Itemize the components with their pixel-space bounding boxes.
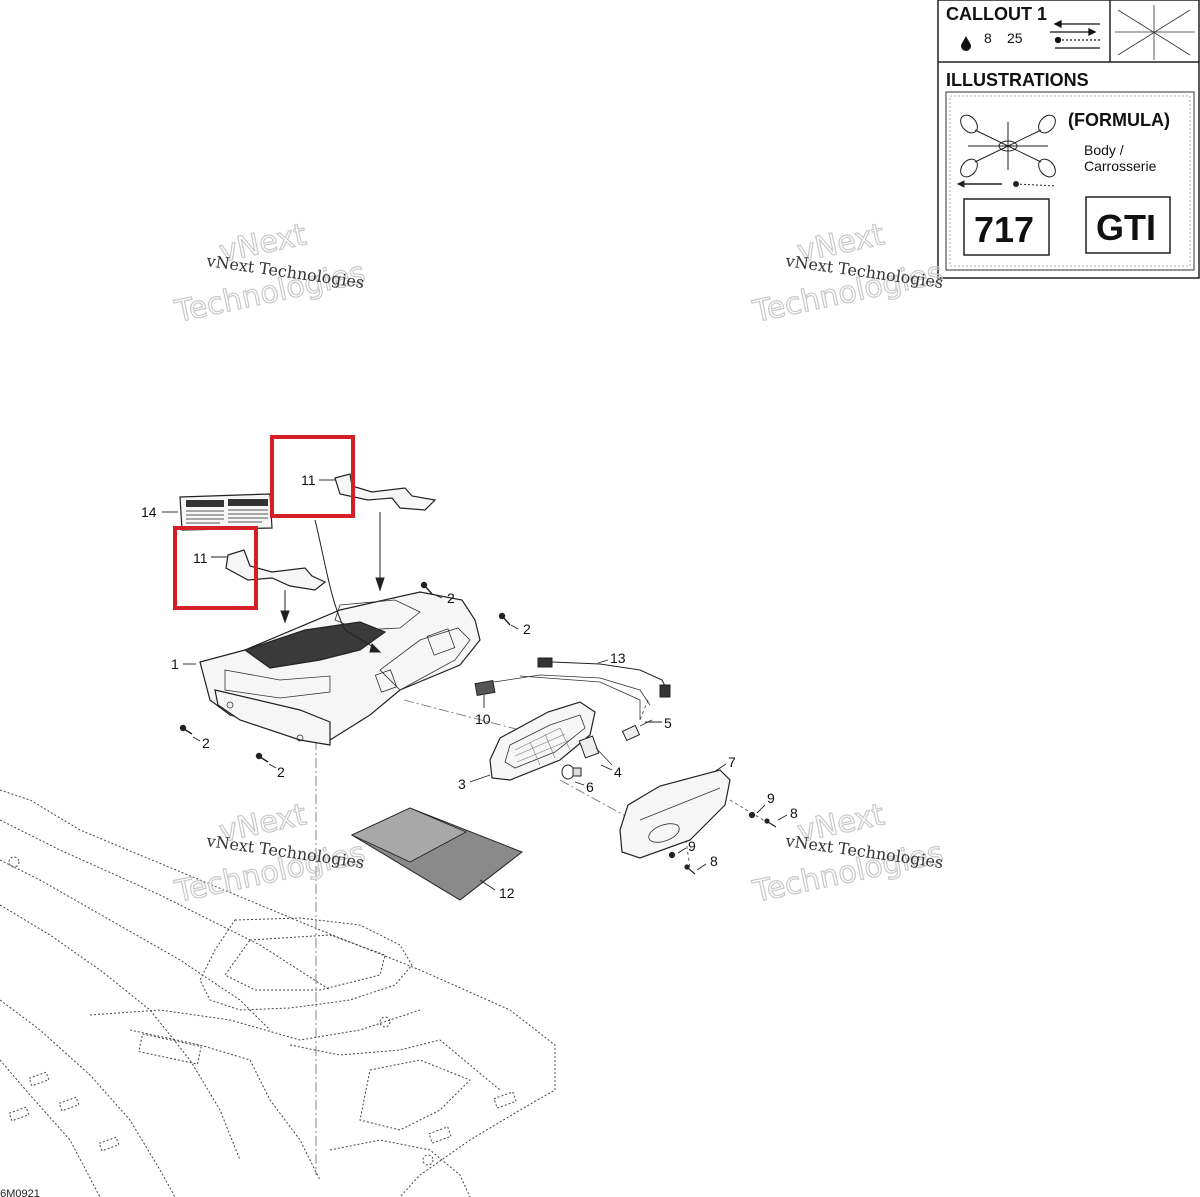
callout-3: 3 bbox=[458, 776, 466, 792]
callout-2-bottom-b: 2 bbox=[277, 764, 285, 780]
callout-11-left: 11 bbox=[193, 550, 208, 566]
part-6-bulb bbox=[561, 764, 582, 780]
callout-2-top-b: 2 bbox=[523, 621, 531, 637]
highlight-box-part-11-left bbox=[173, 526, 258, 610]
watermark-bottom-left: vNext Technologies vNext Technologies bbox=[171, 797, 369, 911]
arrows-icon bbox=[1050, 19, 1100, 49]
callout-7: 7 bbox=[728, 754, 736, 770]
callout-numbers: 1 2 2 2 2 3 4 5 6 7 9 8 9 8 10 11 11 12 … bbox=[141, 472, 798, 901]
part-5-socket bbox=[621, 719, 653, 742]
callout-5: 5 bbox=[664, 715, 672, 731]
model-label: (FORMULA) bbox=[1068, 110, 1170, 130]
callout-8-right: 8 bbox=[790, 805, 798, 821]
illustration-code: 06M0921 bbox=[0, 1188, 40, 1197]
fasteners-8-9 bbox=[668, 811, 777, 875]
sled-top-view-icon bbox=[956, 114, 1057, 188]
highlight-box-part-11-top bbox=[270, 435, 355, 518]
section-line-2: Carrosserie bbox=[1084, 158, 1157, 174]
part-12-sheet bbox=[350, 807, 524, 901]
watermark-top-right: vNext Technologies vNext Technologies bbox=[749, 217, 947, 331]
callout-14: 14 bbox=[141, 504, 157, 520]
callout-title: CALLOUT 1 bbox=[946, 4, 1047, 24]
engine-code: 717 bbox=[974, 209, 1034, 250]
callout-number-2: 25 bbox=[1007, 30, 1023, 46]
part-3-tail-light-lens bbox=[489, 701, 596, 781]
part-7-light-housing bbox=[619, 769, 731, 859]
callout-6: 6 bbox=[586, 779, 594, 795]
part-1-tail-cover bbox=[199, 591, 481, 746]
install-arrows bbox=[280, 512, 385, 653]
model-code: GTI bbox=[1096, 207, 1156, 248]
watermark-top-left: vNext Technologies vNext Technologies bbox=[171, 217, 369, 331]
callout-12: 12 bbox=[499, 885, 515, 901]
callout-1: 1 bbox=[171, 656, 179, 672]
star-lines-icon bbox=[1115, 5, 1195, 60]
part-10-connector bbox=[474, 674, 651, 706]
screws-2 bbox=[179, 581, 511, 763]
part-4-bulb-holder bbox=[578, 735, 613, 766]
callout-2-bottom-a: 2 bbox=[202, 735, 210, 751]
callout-11-top: 11 bbox=[301, 472, 316, 488]
part-11-pad-left bbox=[225, 549, 327, 591]
drop-icon bbox=[961, 36, 971, 51]
chassis-outline bbox=[0, 789, 556, 1197]
leader-lines bbox=[162, 479, 788, 891]
illustrations-title: ILLUSTRATIONS bbox=[946, 70, 1089, 90]
section-line-1: Body / bbox=[1084, 142, 1124, 158]
callout-9-bottom: 9 bbox=[688, 838, 696, 854]
callout-4: 4 bbox=[614, 764, 622, 780]
callout-number-1: 8 bbox=[984, 30, 992, 46]
part-13-wiring-harness bbox=[519, 657, 671, 720]
callout-10: 10 bbox=[475, 711, 491, 727]
callout-13: 13 bbox=[610, 650, 626, 666]
callout-2-top-a: 2 bbox=[447, 590, 455, 606]
callout-8-bottom: 8 bbox=[710, 853, 718, 869]
legend-box: CALLOUT 1 8 25 ILLUSTRATIONS bbox=[937, 0, 1200, 279]
part-11-pad-top bbox=[334, 473, 437, 511]
callout-9-right: 9 bbox=[767, 790, 775, 806]
part-14-warning-decal bbox=[179, 493, 273, 531]
watermark-bottom-right: vNext Technologies vNext Technologies bbox=[749, 797, 947, 911]
